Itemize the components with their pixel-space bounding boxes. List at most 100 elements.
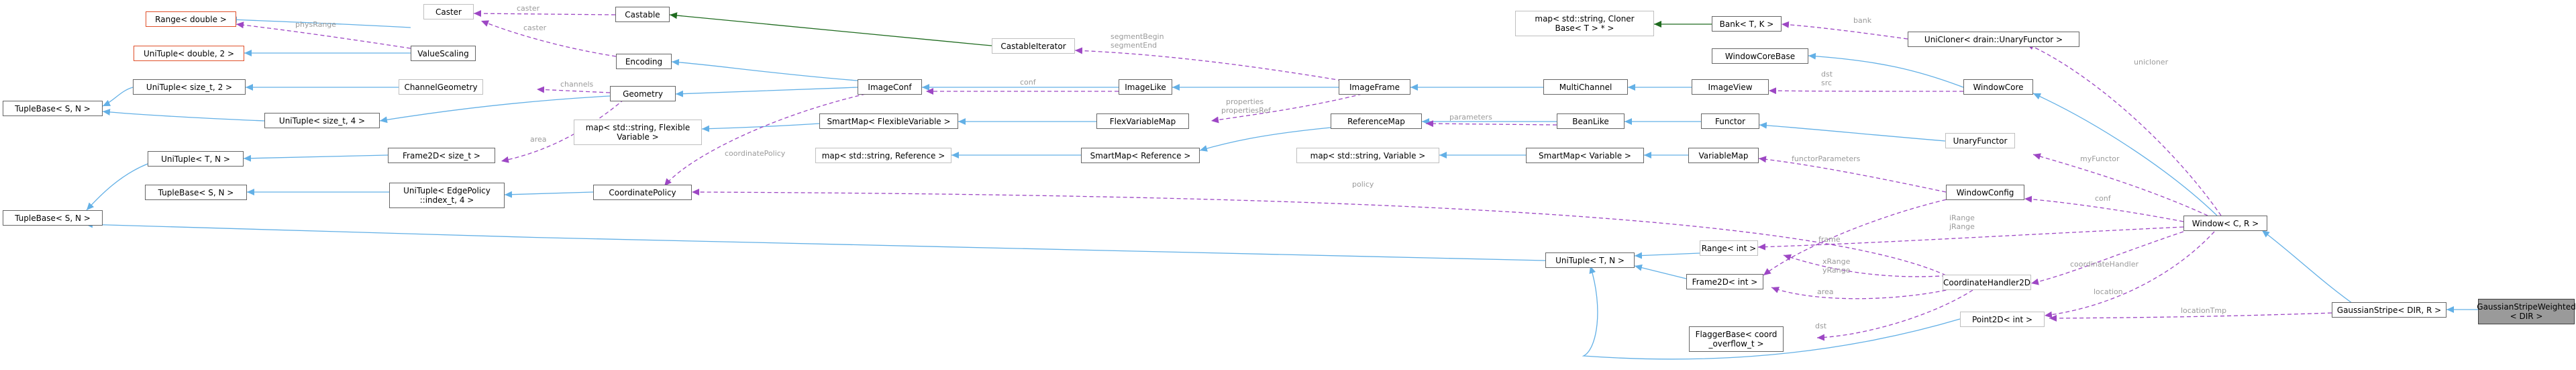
edge-label-area: area bbox=[530, 135, 547, 144]
edge-windowcore-to-windowcorebase bbox=[1808, 52, 1964, 88]
edge-imageframe-properties bbox=[1210, 93, 1363, 124]
class-node-unituple-edgepolicy[interactable]: UniTuple< EdgePolicy ::index_t, 4 > bbox=[389, 183, 505, 208]
edge-window-coordinatehandler bbox=[2030, 231, 2184, 285]
edge-imageframe-segment bbox=[1074, 47, 1343, 81]
edge-imageconf-to-encoding bbox=[671, 58, 858, 81]
class-node-flexvariablemap[interactable]: FlexVariableMap bbox=[1096, 113, 1189, 129]
edge-label-physrange: physRange bbox=[295, 20, 336, 29]
class-node-map-cloner[interactable]: map< std::string, Cloner Base< T > * > bbox=[1515, 11, 1654, 36]
class-node-map-flexible[interactable]: map< std::string, Flexible Variable > bbox=[574, 120, 702, 145]
class-node-window[interactable]: Window< C, R > bbox=[2183, 216, 2267, 231]
class-node-gaussianstripe[interactable]: GaussianStripe< DIR, R > bbox=[2332, 302, 2446, 318]
edge-windowconfig-functorparameters bbox=[1758, 156, 1947, 193]
class-node-bank[interactable]: Bank< T, K > bbox=[1712, 16, 1782, 32]
edge-windowconfig-frame bbox=[1763, 197, 1953, 276]
class-node-referencemap[interactable]: ReferenceMap bbox=[1331, 113, 1422, 129]
class-node-multichannel[interactable]: MultiChannel bbox=[1543, 79, 1628, 95]
class-node-point2d[interactable]: Point2D< int > bbox=[1960, 312, 2045, 327]
edge-window-irange bbox=[1757, 226, 2184, 250]
class-node-flaggerbase[interactable]: FlaggerBase< coord _overflow_t > bbox=[1689, 326, 1784, 352]
class-node-windowcore[interactable]: WindowCore bbox=[1963, 79, 2033, 95]
class-node-map-variable[interactable]: map< std::string, Variable > bbox=[1296, 148, 1439, 163]
class-node-coordinatepolicy[interactable]: CoordinatePolicy bbox=[593, 185, 692, 200]
edge-window-unicloner bbox=[2026, 43, 2222, 216]
class-node-castable[interactable]: Castable bbox=[615, 7, 670, 22]
edge-geometry-to-unituple-size4 bbox=[379, 95, 611, 124]
edge-label-caster: caster bbox=[517, 4, 540, 13]
edge-label-dst: dst bbox=[1815, 322, 1827, 330]
class-node-beanlike[interactable]: BeanLike bbox=[1557, 113, 1625, 129]
edge-label-segment-1: segmentBegin bbox=[1111, 32, 1164, 41]
class-node-range-double[interactable]: Range< double > bbox=[146, 11, 236, 27]
class-node-imageconf[interactable]: ImageConf bbox=[858, 79, 922, 95]
edge-coordinatehandler-area bbox=[1771, 287, 1953, 299]
class-node-unituple-size4[interactable]: UniTuple< size_t, 4 > bbox=[264, 113, 380, 128]
edge-label-segment-2: segmentEnd bbox=[1111, 41, 1157, 50]
edge-label-caster2: caster bbox=[523, 24, 547, 32]
edge-unituple-size2-to-tuplebase bbox=[102, 87, 134, 107]
edge-label-irange: iRange bbox=[1949, 214, 1975, 222]
edge-label-coordinatehandler: coordinateHandler bbox=[2070, 260, 2139, 269]
edge-label-conf: conf bbox=[1020, 78, 1037, 87]
class-node-unituple-double2[interactable]: UniTuple< double, 2 > bbox=[134, 46, 244, 61]
class-node-coordinatehandler[interactable]: CoordinateHandler2D bbox=[1943, 275, 2031, 290]
edge-unicloner-bank bbox=[1781, 21, 1908, 40]
class-node-windowcorebase[interactable]: WindowCoreBase bbox=[1712, 48, 1808, 64]
class-node-unituple-tn-2[interactable]: UniTuple< T, N > bbox=[1545, 252, 1635, 268]
edge-label-yrange: yRange bbox=[1822, 266, 1851, 275]
class-node-caster[interactable]: Caster bbox=[423, 4, 474, 19]
class-node-functor[interactable]: Functor bbox=[1701, 113, 1759, 129]
edge-unituple-size4-to-tuplebase bbox=[102, 109, 265, 122]
edge-range-int-to-unituple-tn2 bbox=[1634, 252, 1700, 259]
class-node-unituple-size2[interactable]: UniTuple< size_t, 2 > bbox=[133, 79, 246, 95]
class-node-imageframe[interactable]: ImageFrame bbox=[1339, 79, 1410, 95]
class-node-channelgeometry[interactable]: ChannelGeometry bbox=[399, 79, 483, 95]
edge-label-dst-1: dst bbox=[1821, 70, 1833, 79]
class-node-variablemap[interactable]: VariableMap bbox=[1688, 148, 1759, 163]
class-node-unituple-tn-1[interactable]: UniTuple< T, N > bbox=[148, 151, 244, 167]
edge-valuescaling-to-range-double bbox=[229, 16, 411, 28]
edge-castable-caster bbox=[473, 10, 616, 17]
edge-frame2d-int-to-unituple-tn2 bbox=[1634, 264, 1687, 279]
class-node-map-reference[interactable]: map< std::string, Reference > bbox=[815, 148, 951, 163]
class-node-tuplebase-2[interactable]: TupleBase< S, N > bbox=[3, 210, 103, 226]
class-node-frame2d-size[interactable]: Frame2D< size_t > bbox=[388, 148, 495, 163]
edge-valuescaling-physrange bbox=[236, 21, 411, 49]
edge-label-channels: channels bbox=[560, 80, 594, 89]
edge-label-policy: policy bbox=[1352, 180, 1374, 189]
class-node-smartmap-flexible[interactable]: SmartMap< FlexibleVariable > bbox=[819, 113, 958, 129]
class-node-imageview[interactable]: ImageView bbox=[1692, 79, 1769, 95]
class-node-windowconfig[interactable]: WindowConfig bbox=[1946, 185, 2024, 200]
edge-coordinatehandler-xrange bbox=[1783, 254, 1953, 277]
edge-window-to-windowcore bbox=[2032, 93, 2218, 216]
edge-label-functorparameters: functorParameters bbox=[1792, 154, 1861, 163]
class-node-frame2d-int[interactable]: Frame2D< int > bbox=[1686, 274, 1763, 289]
class-node-imagelike[interactable]: ImageLike bbox=[1119, 79, 1172, 95]
class-node-tuplebase-1[interactable]: TupleBase< S, N > bbox=[3, 101, 103, 116]
class-node-unicloner[interactable]: UniCloner< drain::UnaryFunctor > bbox=[1908, 32, 2079, 47]
class-node-smartmap-variable[interactable]: SmartMap< Variable > bbox=[1526, 148, 1644, 163]
class-node-castable-iterator[interactable]: CastableIterator bbox=[992, 38, 1075, 54]
class-node-smartmap-reference[interactable]: SmartMap< Reference > bbox=[1081, 148, 1200, 163]
class-node-range-int[interactable]: Range< int > bbox=[1700, 240, 1758, 256]
edge-coordinatehandler-dst bbox=[1816, 289, 1973, 341]
class-node-encoding[interactable]: Encoding bbox=[616, 54, 672, 69]
edge-smartmap-flexible-to-map bbox=[701, 123, 820, 132]
edge-label-frame: frame bbox=[1818, 235, 1841, 244]
class-node-gaussianweighted[interactable]: GaussianStripeWeighted < DIR > bbox=[2477, 299, 2576, 324]
edge-label-src-1: src bbox=[1821, 79, 1832, 87]
class-node-valuescaling[interactable]: ValueScaling bbox=[411, 46, 476, 61]
edge-geometry-channels bbox=[536, 86, 611, 93]
edge-label-jrange: jRange bbox=[1949, 222, 1975, 231]
edge-coordinatepolicy-to-unituple-edgepolicy bbox=[504, 191, 594, 198]
class-node-unaryfunctor[interactable]: UnaryFunctor bbox=[1945, 133, 2015, 148]
edge-window-location bbox=[2044, 231, 2215, 318]
edge-encoding-caster bbox=[480, 20, 617, 57]
edge-window-conf bbox=[2024, 195, 2184, 222]
edge-frame2d-size-to-unituple-tn bbox=[243, 154, 389, 162]
class-node-geometry[interactable]: Geometry bbox=[610, 86, 676, 101]
edge-gaussianstripe-to-window bbox=[2261, 230, 2360, 309]
class-node-tuplebase-3[interactable]: TupleBase< S, N > bbox=[145, 185, 247, 200]
